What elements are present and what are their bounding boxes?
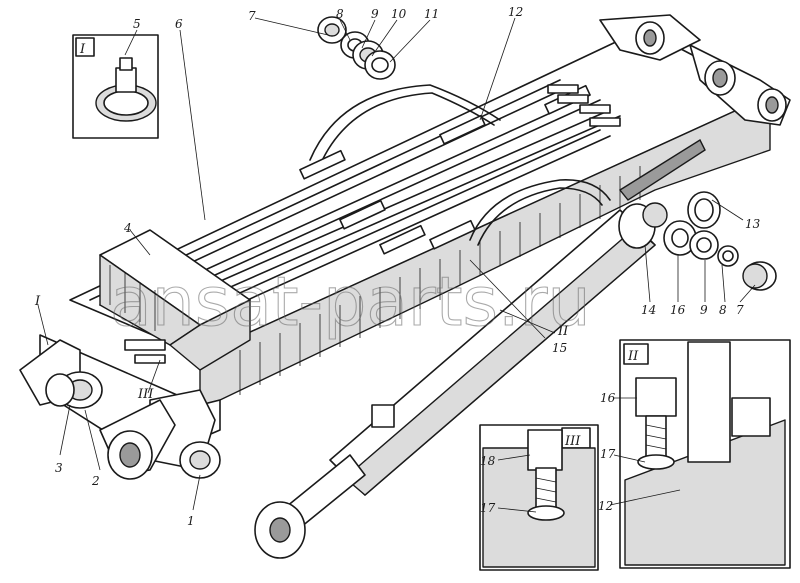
callout-16-inset: 16 [600,391,616,405]
callout-1: 1 [187,514,195,528]
callout-14: 14 [641,303,656,317]
exploded-seals-right [663,191,777,291]
leader-lines [37,17,756,513]
inset-I-grease-nipple [72,34,159,139]
callout-6: 6 [175,17,183,31]
roman-III-inset: III [564,434,581,449]
callout-9: 9 [371,7,379,21]
watermark-text: ansat-parts.ru [110,263,591,342]
callout-4: 4 [123,221,132,235]
inset-II [619,339,791,569]
callout-18: 18 [480,454,496,468]
callout-8: 8 [336,7,344,21]
callout-3: 3 [55,461,63,475]
roman-I-inset: I [79,42,86,57]
roman-II-main: II [557,324,569,339]
callout-12: 12 [508,5,523,19]
callout-17-inset-III: 17 [480,501,496,515]
callout-8b: 8 [719,303,727,317]
view-markers: I I II II III III [34,42,639,449]
callout-12-inset: 12 [598,499,613,513]
inset-III [479,424,599,571]
roman-III-main: III [137,387,154,402]
hydraulic-cylinder [254,202,668,559]
callout-7: 7 [248,9,256,23]
valve-block [99,229,251,371]
callout-7b: 7 [736,303,744,317]
callout-16: 16 [670,303,686,317]
hydraulic-pipes [89,79,621,327]
roman-I-main: I [34,294,41,309]
callout-9b: 9 [700,303,708,317]
callout-labels: 7 8 9 10 11 12 6 5 4 13 14 16 9 8 7 15 3… [55,5,761,528]
callout-10: 10 [391,7,407,21]
callout-2: 2 [91,474,100,488]
callout-13: 13 [745,217,761,231]
boom-head-pins [19,339,221,480]
callout-17-inset-II: 17 [600,447,616,461]
callout-5: 5 [133,17,141,31]
roman-II-inset: II [627,349,639,364]
exploded-seals-top [317,16,396,80]
callout-15: 15 [552,341,567,355]
callout-11: 11 [424,7,439,21]
